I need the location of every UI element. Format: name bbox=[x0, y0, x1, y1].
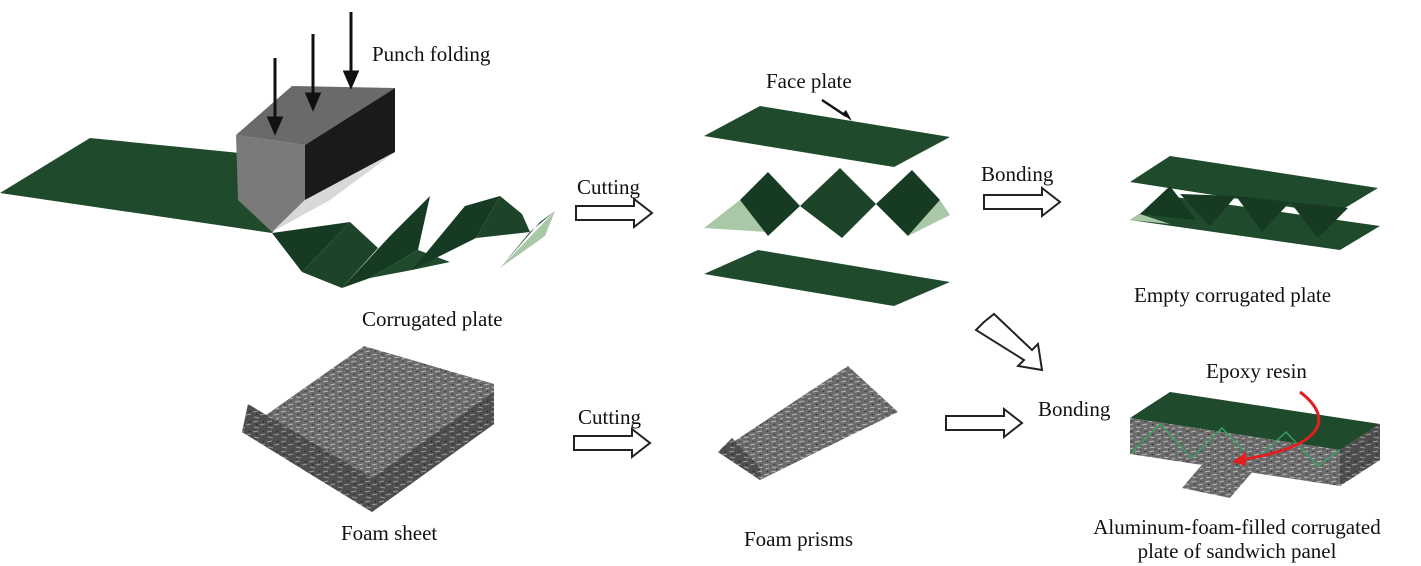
panel-core bbox=[1290, 202, 1348, 238]
core-edge bbox=[908, 200, 950, 236]
final-panel-label-line1: Aluminum-foam-filled corrugated bbox=[1093, 515, 1381, 539]
filled-panel-top-plate bbox=[1130, 392, 1380, 450]
corrugation-fold bbox=[272, 222, 350, 272]
corrugation-fold bbox=[476, 196, 530, 238]
foam-sheet-side bbox=[372, 392, 494, 512]
panel-core bbox=[1180, 194, 1236, 226]
foam-prism-end bbox=[718, 438, 760, 480]
punch-front bbox=[236, 135, 305, 232]
epoxy-resin-label: Epoxy resin bbox=[1206, 359, 1307, 383]
bonding-arrow-diagonal bbox=[974, 312, 1044, 372]
foam-prisms-label: Foam prisms bbox=[744, 527, 854, 551]
process-arrows bbox=[573, 185, 1062, 460]
core-fold bbox=[740, 172, 800, 236]
face-plate-top bbox=[704, 106, 950, 167]
face-plate-pointer bbox=[821, 98, 847, 118]
empty-corrugated-panel bbox=[1130, 156, 1380, 250]
filled-panel-core-outline bbox=[1129, 422, 1341, 467]
corrugation-fold bbox=[302, 222, 378, 288]
core-fold bbox=[800, 168, 876, 238]
face-plate-pointer-head bbox=[842, 110, 852, 121]
panel-core-edge bbox=[1130, 214, 1170, 224]
cutting-arrow-top bbox=[575, 196, 654, 230]
epoxy-pointer bbox=[1239, 390, 1321, 462]
foam-sheet-front bbox=[242, 404, 372, 512]
filled-panel-side bbox=[1340, 424, 1380, 486]
face-plate-label: Face plate bbox=[766, 69, 852, 93]
cutting-label-bottom: Cutting bbox=[578, 405, 642, 429]
punch-force-arrows bbox=[266, 12, 360, 136]
foam-sheet-block bbox=[242, 346, 494, 512]
corrugated-plate-forming bbox=[0, 12, 555, 288]
empty-corrugated-plate-label: Empty corrugated plate bbox=[1134, 283, 1332, 307]
punch-tip bbox=[272, 152, 395, 232]
panel-core bbox=[1140, 186, 1196, 220]
bonding-arrow-top bbox=[983, 185, 1062, 219]
bonding-arrow-bottom bbox=[945, 406, 1024, 440]
panel-top-plate bbox=[1130, 156, 1378, 214]
foam-prism-top bbox=[718, 366, 898, 480]
face-plate-bottom bbox=[704, 250, 950, 306]
bonding-label-top: Bonding bbox=[981, 162, 1054, 186]
core-fold bbox=[876, 170, 940, 236]
corrugation-edge bbox=[500, 211, 555, 268]
epoxy-pointer-head bbox=[1232, 452, 1246, 466]
corrugation-fold bbox=[342, 196, 430, 288]
punch-folding-label: Punch folding bbox=[372, 42, 491, 66]
foam-sheet-label: Foam sheet bbox=[341, 521, 438, 545]
panel-core bbox=[1236, 196, 1290, 232]
cutting-label-top: Cutting bbox=[577, 175, 641, 199]
cutting-arrow-bottom bbox=[573, 426, 652, 460]
final-panel-label-line2: plate of sandwich panel bbox=[1137, 539, 1337, 563]
bonding-label-bottom: Bonding bbox=[1038, 397, 1111, 421]
punch-side bbox=[305, 88, 395, 200]
foam-prism-block bbox=[718, 366, 898, 480]
core-edge bbox=[704, 200, 768, 232]
foam-filled-panel bbox=[1129, 390, 1380, 498]
corrugation-fold bbox=[412, 196, 500, 270]
corrugated-plate-label: Corrugated plate bbox=[362, 307, 503, 331]
cut-components bbox=[704, 98, 950, 306]
